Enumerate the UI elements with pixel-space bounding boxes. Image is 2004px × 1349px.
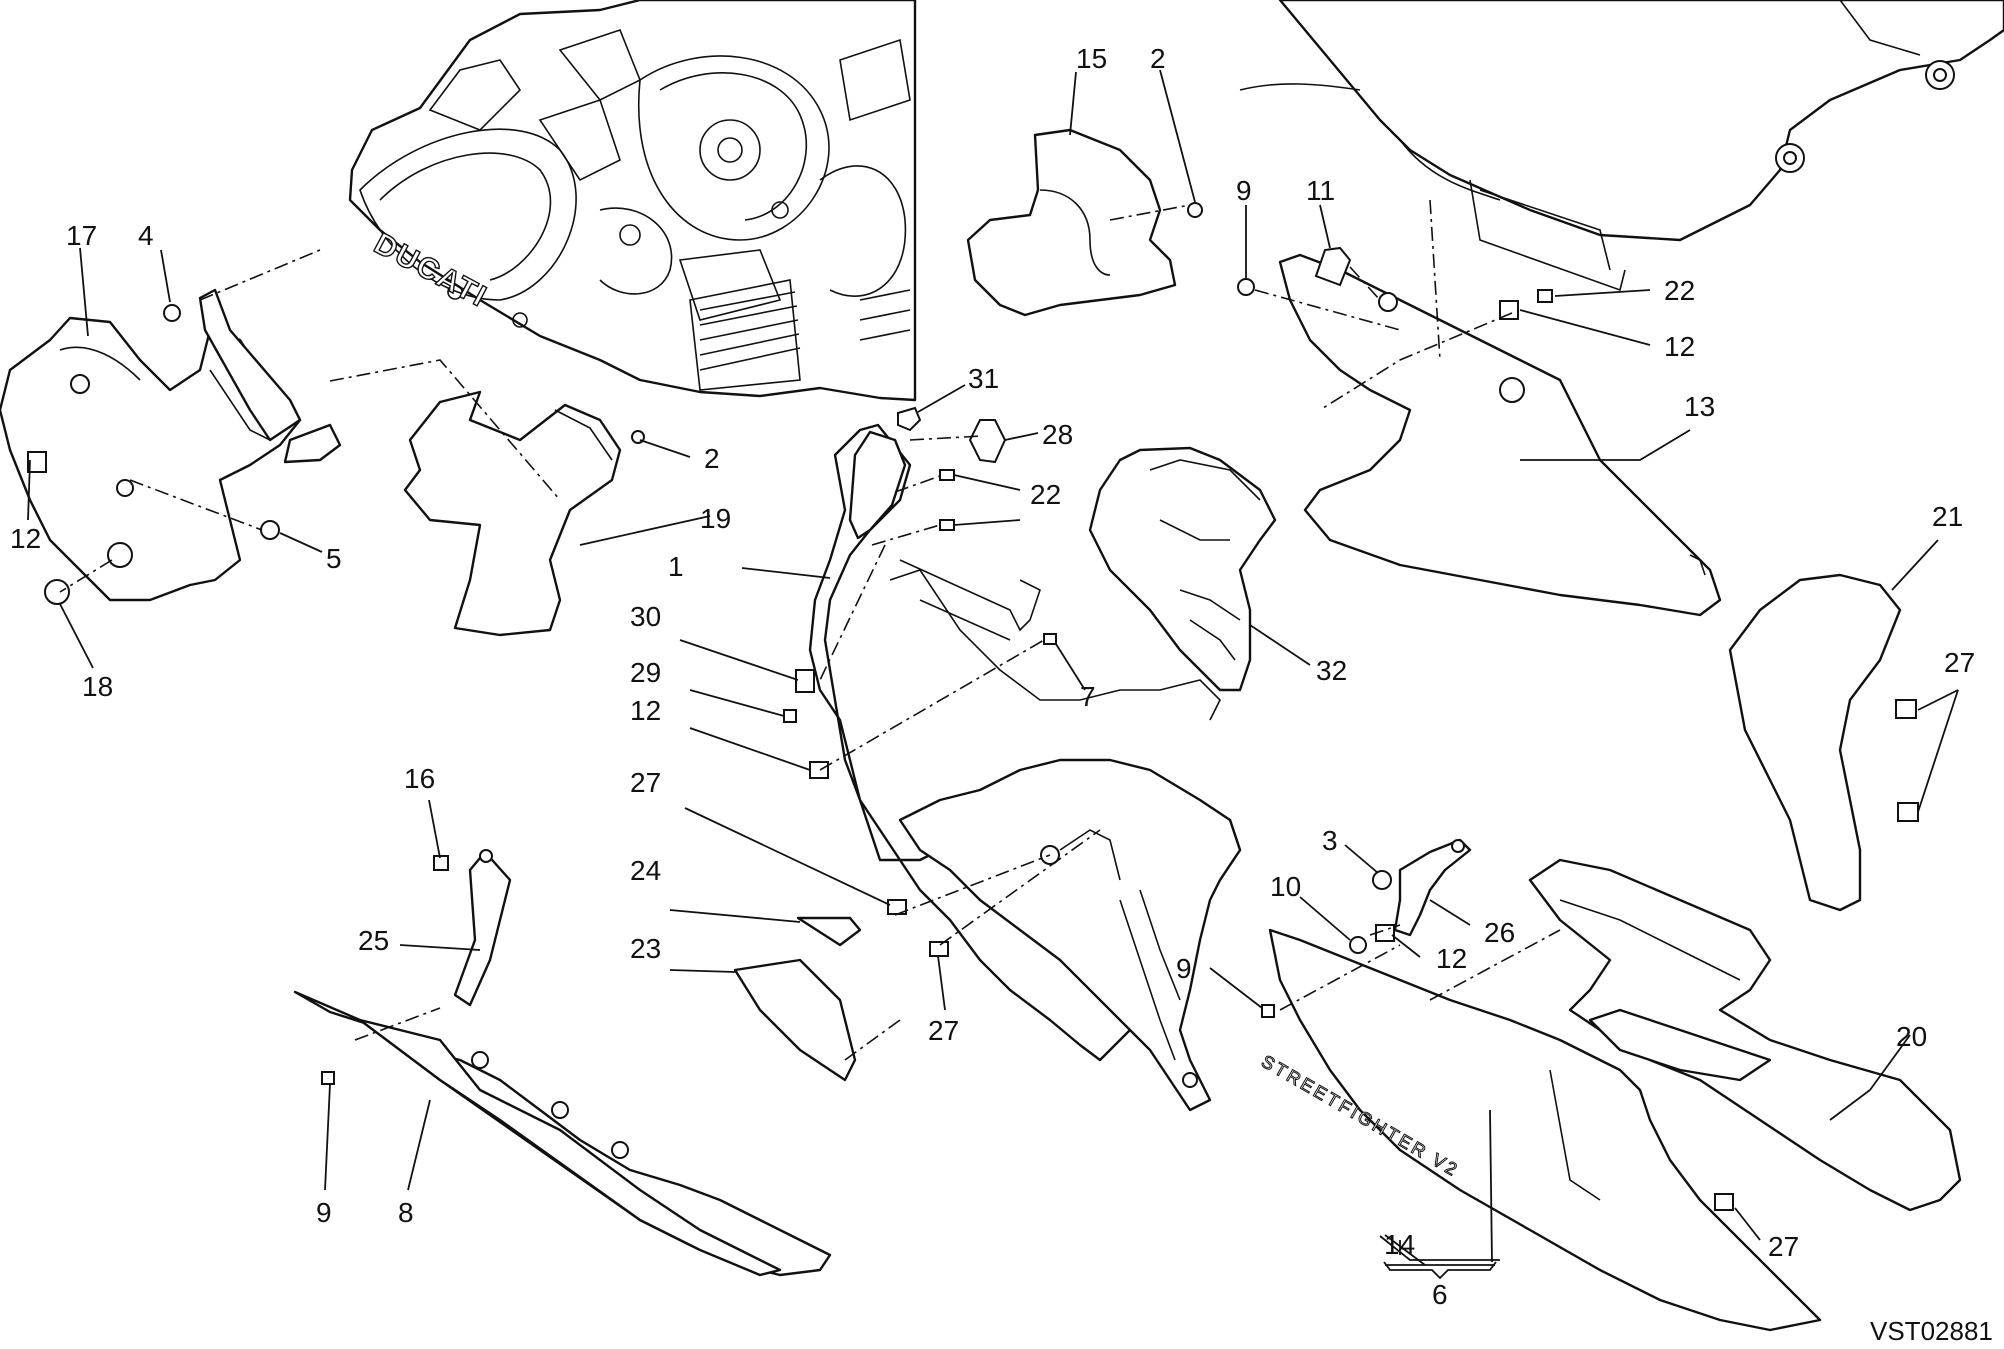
callout-9: 9	[1236, 175, 1252, 206]
callout-2: 2	[704, 443, 720, 474]
callout-25: 25	[358, 925, 389, 956]
part-11-grommet	[1314, 246, 1352, 287]
callout-1: 1	[668, 551, 684, 582]
part-12-clip-d	[1375, 924, 1395, 942]
callout-24: 24	[630, 855, 661, 886]
part-3-nut	[1372, 870, 1392, 890]
callout-27: 27	[1768, 1231, 1799, 1262]
callout-7: 7	[1080, 681, 1096, 712]
callout-11: 11	[1306, 175, 1335, 206]
callout-4: 4	[138, 220, 154, 251]
part-14-side-panel: STREETFIGHTER V2	[1258, 928, 1822, 1332]
callout-28: 28	[1042, 419, 1073, 450]
part-23-cover	[733, 958, 857, 1082]
part-1-main-fairing	[808, 423, 1242, 1112]
callout-12: 12	[10, 523, 41, 554]
part-22-screw-b	[939, 469, 955, 481]
part-24-cover	[796, 916, 862, 947]
part-30-spring-nut	[795, 669, 815, 693]
callout-13: 13	[1684, 391, 1715, 422]
part-25-bracket	[453, 849, 512, 1007]
part-18-grommet	[44, 579, 70, 605]
callout-6: 6	[1432, 1279, 1448, 1310]
callout-27: 27	[1944, 647, 1975, 678]
leader-lines	[27, 69, 1959, 1266]
callout-20: 20	[1896, 1021, 1927, 1052]
part-4-nut	[163, 304, 181, 322]
callout-2: 2	[1150, 43, 1166, 74]
callout-19: 19	[700, 503, 731, 534]
callout-32: 32	[1316, 655, 1347, 686]
part-16-screw	[433, 855, 449, 871]
part-13-side-panel	[1278, 253, 1722, 617]
part-7-screw	[1043, 633, 1057, 645]
part-9-screw	[1237, 278, 1255, 296]
part-27-clip-d	[1714, 1193, 1734, 1211]
callout-23: 23	[630, 933, 661, 964]
callout-10: 10	[1270, 871, 1301, 902]
part-31-clip	[897, 406, 922, 432]
callout-31: 31	[968, 363, 999, 394]
callout-15: 15	[1076, 43, 1107, 74]
callout-5: 5	[326, 543, 342, 574]
callout-17: 17	[66, 220, 97, 251]
part-9-screw-b	[321, 1071, 335, 1085]
part-12-clip-c	[809, 761, 829, 779]
part-21-cover	[1728, 573, 1902, 912]
part-28-bracket	[968, 419, 1007, 464]
part-8-belly-pan	[293, 990, 832, 1277]
callout-18: 18	[82, 671, 113, 702]
callout-29: 29	[630, 657, 661, 688]
callout-27: 27	[630, 767, 661, 798]
part-12-clip-b	[1499, 300, 1519, 320]
callout-16: 16	[404, 763, 435, 794]
callout-26: 26	[1484, 917, 1515, 948]
callout-labels: 17 4 12 5 18 2 19 15 2 9 11 22 12 13 31 …	[10, 43, 1993, 1346]
part-27-clip-a2	[1897, 802, 1919, 822]
callout-9: 9	[316, 1197, 332, 1228]
part-27-clip-c	[929, 941, 949, 957]
part-29-screw	[783, 709, 797, 723]
callout-22: 22	[1030, 479, 1061, 510]
callout-22: 22	[1664, 275, 1695, 306]
part-5-nut	[260, 520, 280, 540]
callout-27: 27	[928, 1015, 959, 1046]
group-brace-6	[1383, 1261, 1497, 1280]
callout-3: 3	[1322, 825, 1338, 856]
part-26-bracket	[1393, 838, 1472, 937]
part-32-air-duct	[1088, 446, 1277, 692]
callout-30: 30	[630, 601, 661, 632]
part-15-heat-shield	[966, 128, 1203, 317]
callout-21: 21	[1932, 501, 1963, 532]
part-22-screw-c	[939, 519, 955, 531]
part-27-clip-a1	[1895, 699, 1917, 719]
callout-12: 12	[630, 695, 661, 726]
assembly-lines	[59, 199, 1561, 1061]
part-17-left-cover	[0, 288, 342, 602]
part-19-heat-shield	[403, 390, 645, 637]
part-9-screw-c	[1261, 1004, 1275, 1018]
part-12-clip-left	[27, 451, 47, 473]
callout-14: 14	[1384, 1229, 1415, 1260]
part-10-washer	[1349, 936, 1367, 954]
drawing-reference-code: VST02881	[1870, 1316, 1993, 1346]
engine-block-illustration: DUCATI	[348, 0, 917, 402]
part-20-belly-side	[1528, 858, 1962, 1212]
part-22-screw-a	[1537, 289, 1553, 303]
callout-9: 9	[1176, 953, 1192, 984]
callout-8: 8	[398, 1197, 414, 1228]
frame-illustration	[1239, 0, 2004, 292]
callout-12: 12	[1436, 943, 1467, 974]
callout-12: 12	[1664, 331, 1695, 362]
